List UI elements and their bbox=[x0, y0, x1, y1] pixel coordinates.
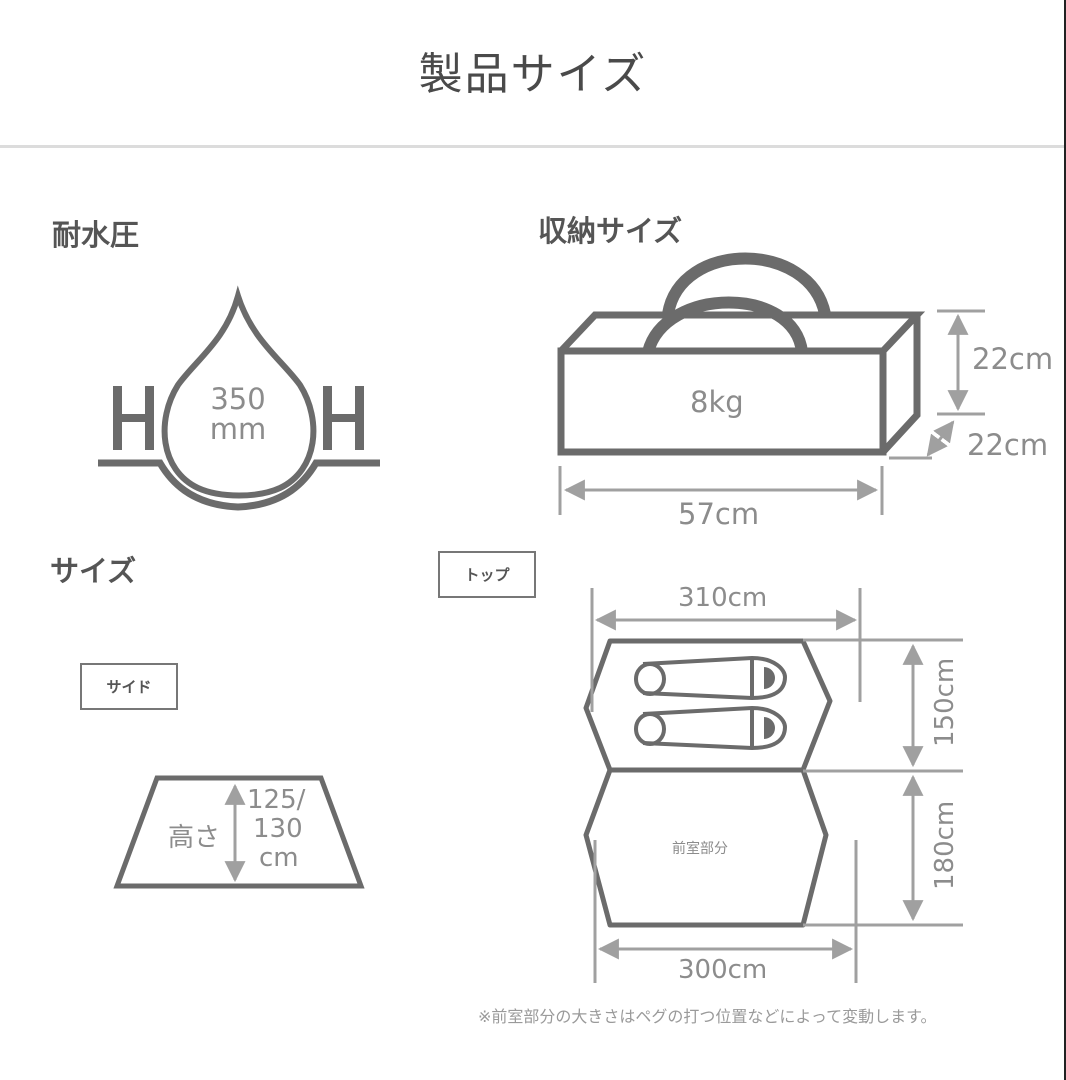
storage-height: 22cm bbox=[972, 342, 1054, 376]
size-heading: サイズ bbox=[50, 554, 137, 588]
sleeping-bag-icon bbox=[634, 655, 788, 701]
side-height-value-line1: 125/ bbox=[247, 785, 306, 815]
vestibule-depth-label: 180cm bbox=[930, 800, 960, 890]
tent-floor-outline bbox=[583, 638, 833, 928]
storage-width: 57cm bbox=[678, 497, 760, 531]
sleeping-bag-icon bbox=[634, 705, 788, 751]
storage-size-heading: 収納サイズ bbox=[538, 214, 683, 248]
page-title: 製品サイズ bbox=[418, 49, 648, 100]
storage-bag-icon bbox=[557, 252, 926, 456]
water-resistance-value: 350 mm bbox=[198, 384, 278, 444]
side-view-trapezoid bbox=[113, 775, 365, 889]
storage-weight: 8kg bbox=[690, 385, 744, 419]
water-resistance-unit: mm bbox=[209, 412, 267, 446]
storage-dimensions bbox=[558, 309, 985, 515]
side-height-label: 高さ bbox=[168, 823, 221, 853]
side-height-value: 125/ 130 cm bbox=[247, 786, 305, 873]
right-edge-border bbox=[1064, 0, 1066, 1080]
title-divider bbox=[0, 145, 1064, 148]
storage-depth: 22cm bbox=[967, 428, 1049, 462]
footnote: ※前室部分の大きさはペグの打つ位置などによって変動します。 bbox=[478, 1007, 937, 1026]
side-view-tag: サイド bbox=[80, 663, 178, 710]
bottom-width-label: 300cm bbox=[678, 955, 768, 985]
water-drop-icon bbox=[98, 285, 380, 511]
h-letter-right-icon bbox=[323, 386, 364, 450]
water-resistance-number: 350 bbox=[210, 382, 266, 416]
water-resistance-heading: 耐水圧 bbox=[52, 218, 140, 252]
top-view-tag: トップ bbox=[438, 551, 536, 598]
side-height-unit: cm bbox=[259, 843, 299, 873]
inner-depth-label: 150cm bbox=[930, 657, 960, 747]
side-height-value-line2: 130 bbox=[253, 814, 303, 844]
top-view-dimensions bbox=[590, 588, 963, 983]
h-letter-left-icon bbox=[113, 386, 154, 450]
vestibule-label: 前室部分 bbox=[672, 841, 728, 857]
top-width-label: 310cm bbox=[678, 583, 768, 613]
